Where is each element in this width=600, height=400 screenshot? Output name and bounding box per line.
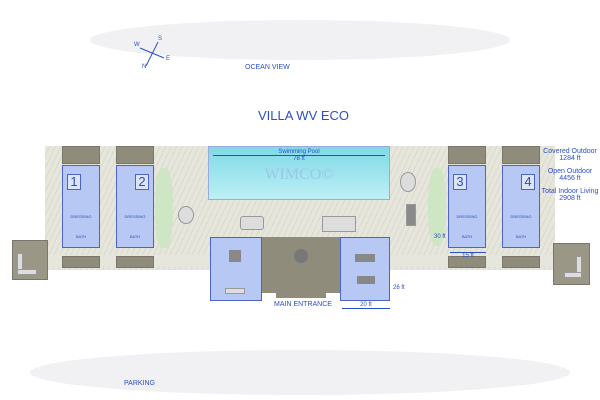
- roof-pad: [62, 146, 100, 164]
- open-outdoor-label: Open Outdoor: [547, 168, 593, 175]
- bedroom-number: 3: [453, 174, 467, 190]
- garden: [428, 168, 446, 246]
- dining-height-dim: 26 ft: [393, 285, 405, 291]
- roof-pad: [448, 146, 486, 164]
- indoor-living-label: Total Indoor Living: [541, 188, 599, 195]
- dining-kitchen[interactable]: [340, 237, 390, 301]
- roof-pad: [448, 256, 486, 268]
- dining-width-dim: 20 ft: [342, 302, 390, 309]
- bedroom-3[interactable]: 3 DRESSING BATH: [448, 165, 486, 248]
- bed-height-dim: 30 ft: [434, 234, 446, 240]
- covered-outdoor-label: Covered Outdoor: [543, 148, 597, 155]
- background-wash: [90, 20, 510, 60]
- background-wash: [30, 350, 570, 395]
- dressing-label: DRESSING: [70, 214, 92, 219]
- living-room[interactable]: [210, 237, 262, 301]
- ocean-view-label: OCEAN VIEW: [245, 64, 290, 71]
- open-outdoor-value: 4456 ft: [559, 175, 581, 182]
- bath-label: BATH: [515, 234, 527, 239]
- compass-s: S: [158, 36, 163, 42]
- entrance-courtyard: [262, 237, 340, 293]
- dressing-label: DRESSING: [124, 214, 146, 219]
- swimming-pool: Swimming Pool 78 ft WIMCO©: [208, 146, 390, 200]
- roof-pad: [116, 146, 154, 164]
- lounge-left: [12, 240, 48, 280]
- bath-label: BATH: [129, 234, 141, 239]
- watermark: WIMCO©: [264, 166, 334, 183]
- bedroom-number: 1: [67, 174, 81, 190]
- bedroom-4[interactable]: 4 DRESSING BATH: [502, 165, 540, 248]
- roof-pad: [62, 256, 100, 268]
- covered-outdoor-value: 1284 ft: [559, 155, 581, 162]
- outdoor-table: [178, 206, 194, 224]
- outdoor-dining-table: [406, 204, 416, 226]
- pool-label: Swimming Pool: [278, 149, 320, 155]
- parking-label: PARKING: [124, 380, 155, 387]
- pool-length: 78 ft: [213, 155, 385, 162]
- compass-icon: [139, 41, 165, 67]
- dressing-label: DRESSING: [456, 214, 478, 219]
- compass-e: E: [166, 56, 171, 62]
- roof-pad: [116, 256, 154, 268]
- bedroom-number: 4: [521, 174, 535, 190]
- villa-title: VILLA WV ECO: [258, 108, 350, 123]
- garden: [155, 168, 173, 248]
- compass-n: N: [142, 64, 147, 70]
- entrance-steps: [276, 290, 326, 298]
- bedroom-1[interactable]: 1 DRESSING BATH: [62, 165, 100, 248]
- bath-label: BATH: [75, 234, 87, 239]
- bed-width-dim: 15 ft: [450, 252, 486, 259]
- outdoor-sofa: [322, 216, 356, 232]
- bedroom-2[interactable]: 2 DRESSING BATH: [116, 165, 154, 248]
- main-entrance-label: MAIN ENTRANCE: [274, 301, 332, 308]
- bath-label: BATH: [461, 234, 473, 239]
- compass: W S N E: [132, 36, 172, 72]
- compass-w: W: [134, 42, 140, 48]
- dressing-label: DRESSING: [510, 214, 532, 219]
- outdoor-table: [400, 172, 416, 192]
- outdoor-seating: [240, 216, 264, 230]
- area-summary: Covered Outdoor 1284 ft Open Outdoor 445…: [540, 148, 600, 202]
- bedroom-number: 2: [135, 174, 149, 190]
- lounge-right: [553, 243, 590, 285]
- roof-pad: [502, 146, 540, 164]
- indoor-living-value: 2908 ft: [559, 195, 581, 202]
- roof-pad: [502, 256, 540, 268]
